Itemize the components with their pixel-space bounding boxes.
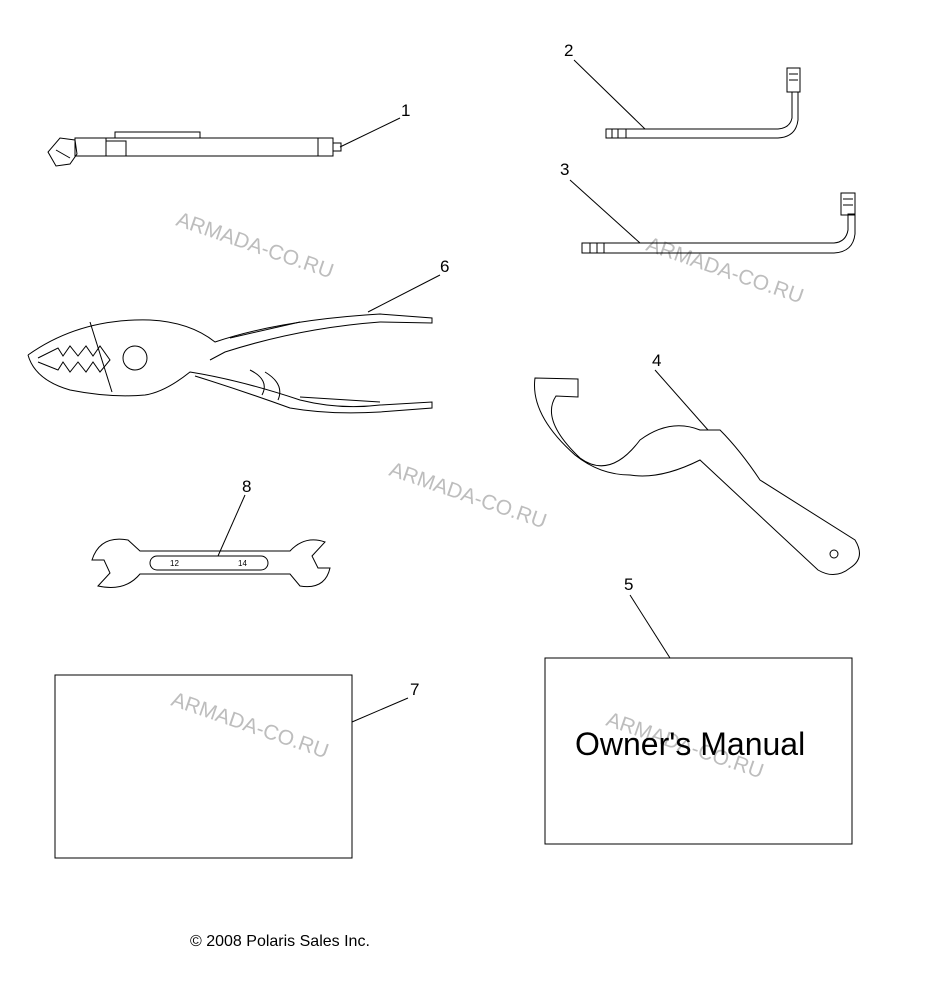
hex-key-short — [605, 67, 801, 139]
watermark-1: ARMADA-CO.RU — [173, 208, 336, 283]
callout-2: 2 — [564, 41, 573, 60]
tire-gauge — [47, 131, 342, 167]
leader-8 — [217, 494, 246, 557]
leader-3 — [569, 179, 641, 244]
hex-key-long — [581, 192, 856, 254]
callout-6: 6 — [440, 257, 449, 276]
callout-3: 3 — [560, 160, 569, 179]
leader-6 — [367, 274, 441, 313]
pliers — [27, 313, 433, 414]
watermarks: ARMADA-CO.RU ARMADA-CO.RU ARMADA-CO.RU A… — [168, 208, 806, 783]
open-end-wrench: 12 14 — [91, 538, 331, 588]
leader-1 — [339, 117, 401, 148]
leader-4 — [654, 369, 709, 431]
leader-2 — [573, 59, 646, 130]
callout-1: 1 — [401, 101, 410, 120]
watermark-2: ARMADA-CO.RU — [643, 233, 806, 308]
leader-5 — [629, 594, 671, 659]
leader-7 — [351, 697, 409, 723]
watermark-4: ARMADA-CO.RU — [168, 688, 331, 763]
callouts: 1 2 3 4 5 6 7 8 — [242, 41, 661, 699]
spanner-wrench — [534, 377, 860, 575]
wrench-size-left: 12 — [170, 559, 179, 568]
owners-manual: Owner's Manual — [544, 657, 853, 845]
watermark-3: ARMADA-CO.RU — [386, 458, 549, 533]
callout-5: 5 — [624, 575, 633, 594]
leader-lines — [217, 59, 709, 723]
callout-8: 8 — [242, 477, 251, 496]
manual-title: Owner's Manual — [575, 726, 805, 762]
wrench-size-right: 14 — [238, 559, 247, 568]
card — [54, 674, 353, 859]
copyright-notice: © 2008 Polaris Sales Inc. — [190, 933, 370, 950]
callout-7: 7 — [410, 680, 419, 699]
callout-4: 4 — [652, 351, 661, 370]
